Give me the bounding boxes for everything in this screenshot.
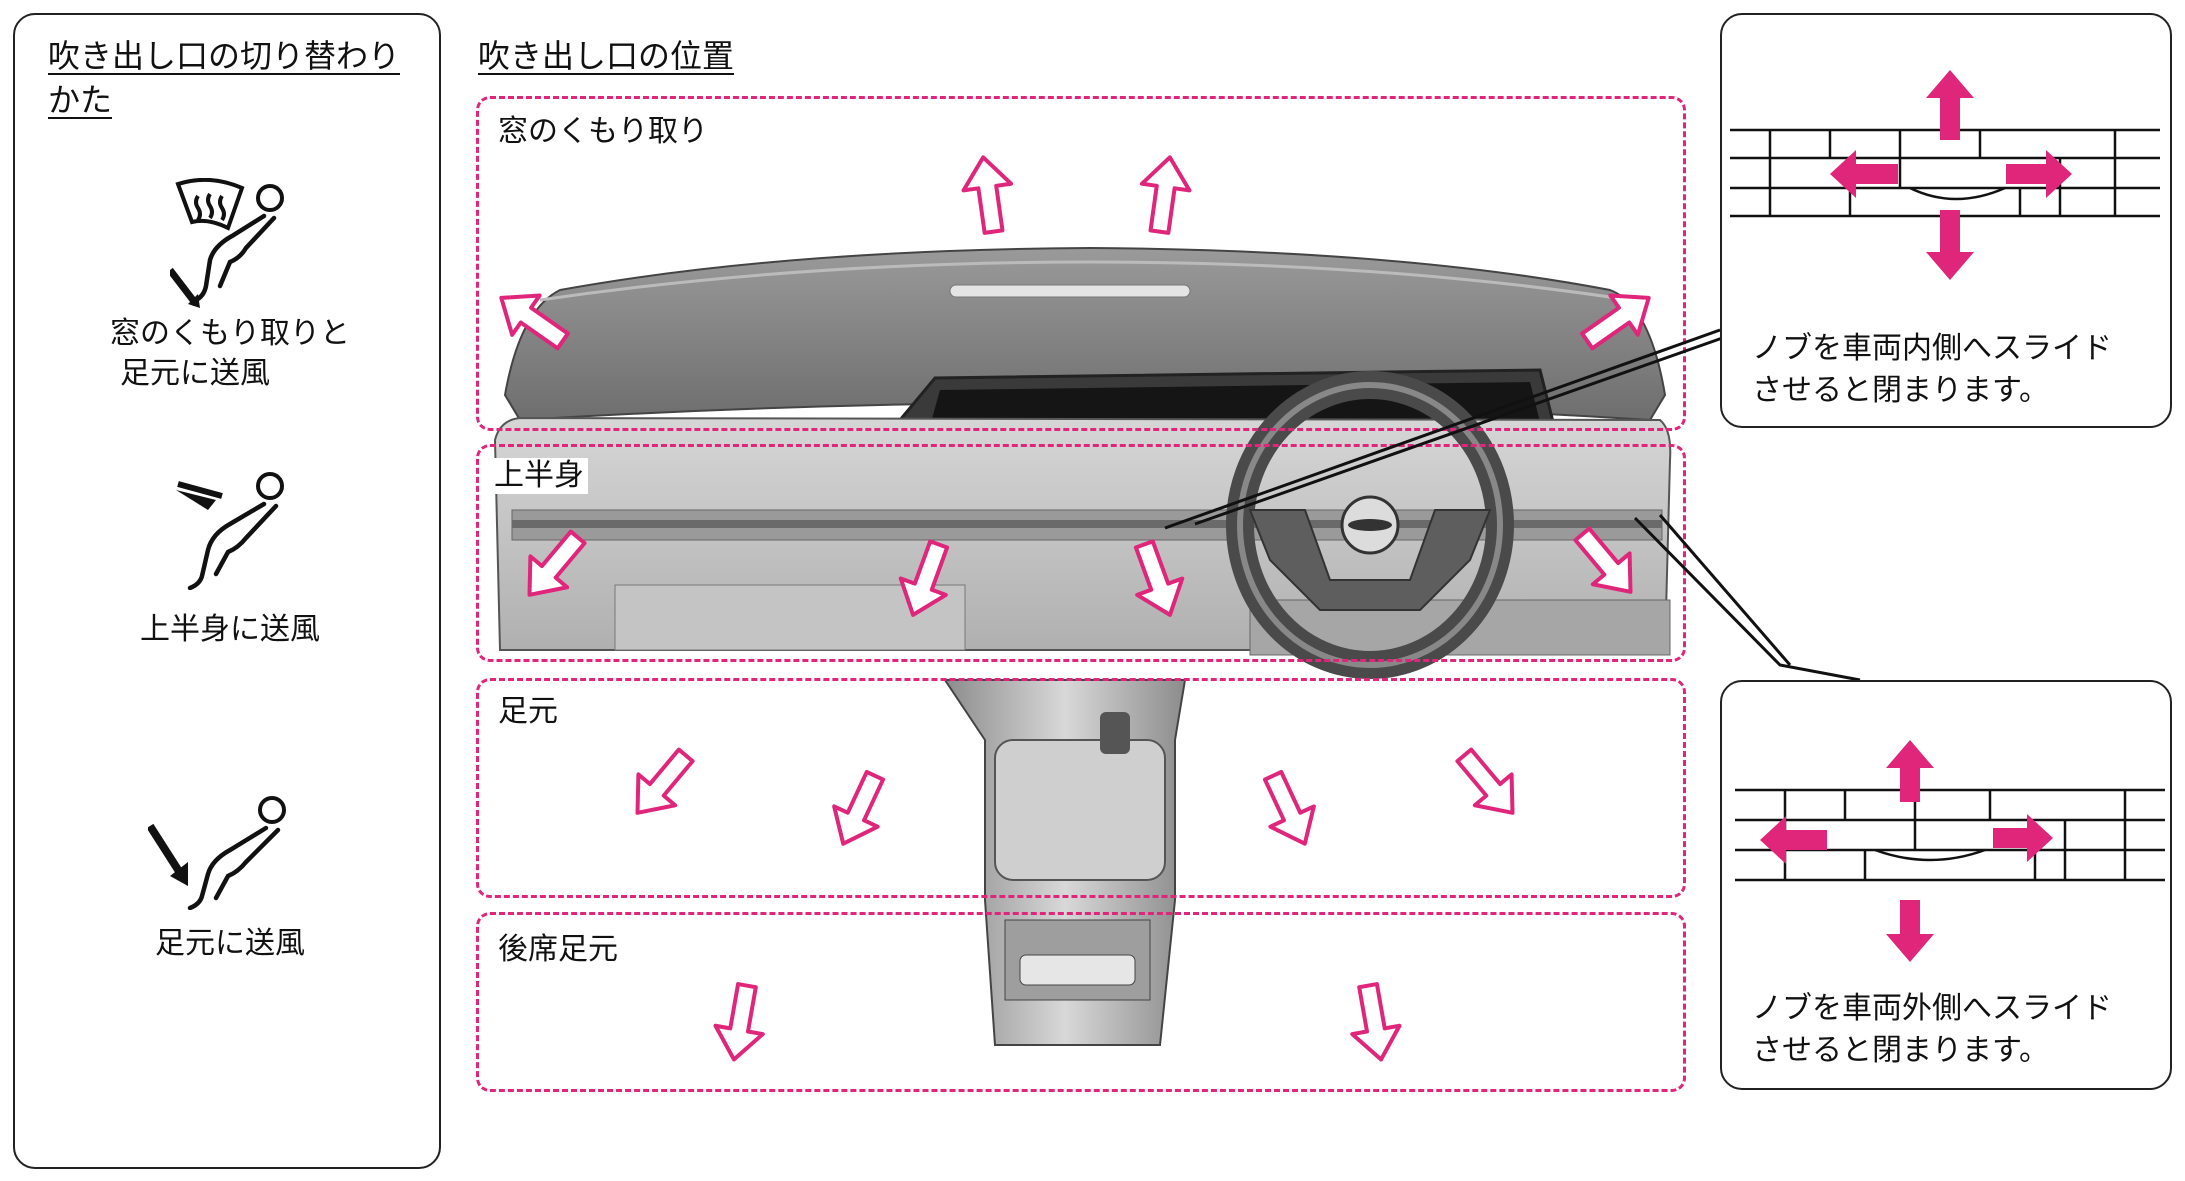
- upper-body-mode-icon: [176, 472, 284, 590]
- mode-label-feet: 足元に送風: [155, 926, 305, 961]
- callout-outer-text: ノブを車両外側へスライド させると閉まります。: [1752, 991, 2112, 1068]
- vent-position-title: 吹き出し口の位置: [478, 37, 735, 75]
- airflow-mode-panel: [13, 13, 441, 1169]
- defrost-and-feet-mode-icon: [170, 178, 284, 308]
- zone-rear-feet: [476, 912, 1686, 1092]
- zone-label-defrost: 窓のくもり取り: [494, 114, 712, 150]
- zone-label-rear-feet: 後席足元: [494, 932, 622, 968]
- mode-label-upper-body: 上半身に送風: [140, 612, 320, 647]
- mode-label-defrost-feet: 窓のくもり取りと 足元に送風: [110, 316, 350, 391]
- zone-feet: [476, 678, 1686, 898]
- callout-outer-knob: [1720, 680, 2172, 1090]
- zone-label-feet: 足元: [494, 694, 562, 730]
- mode-panel-title: 吹き出し口の切り替わりかた: [48, 37, 401, 119]
- feet-mode-icon: [148, 796, 286, 910]
- zone-defrost: [476, 96, 1686, 431]
- callout-inner-text: ノブを車両内側へスライド させると閉まります。: [1752, 331, 2112, 408]
- zone-label-upper-body: 上半身: [490, 458, 588, 494]
- zone-upper-body: [476, 444, 1686, 662]
- vent-knob-inner-diagram: [1730, 70, 2160, 280]
- vent-knob-outer-diagram: [1735, 740, 2165, 962]
